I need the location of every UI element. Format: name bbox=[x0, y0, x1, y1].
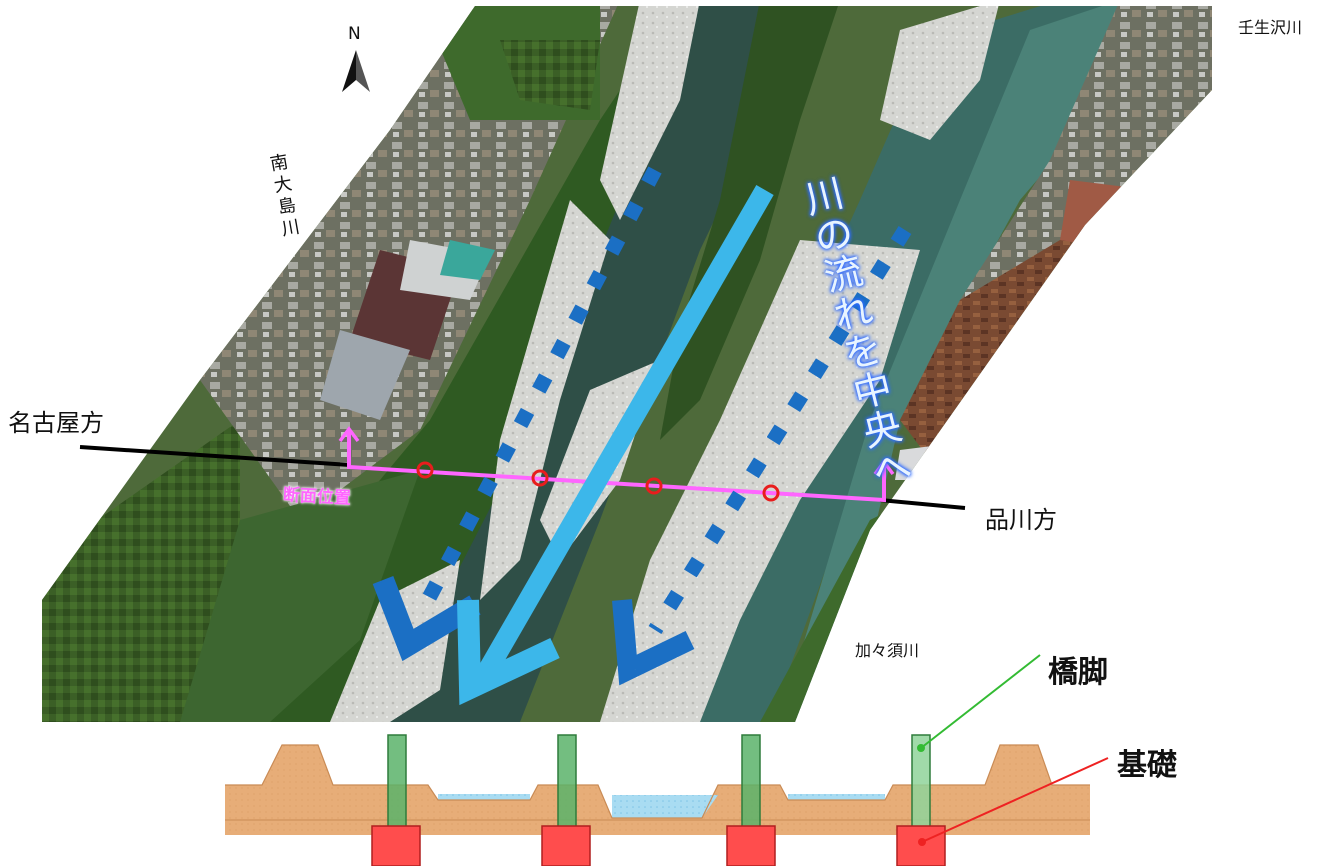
foundation-2 bbox=[541, 825, 591, 866]
old-flow-dotted-left bbox=[413, 166, 662, 619]
old-flow-dotted-right bbox=[648, 226, 912, 634]
foundation-4 bbox=[896, 825, 946, 866]
foundation-3 bbox=[726, 825, 776, 866]
kagasu-river-label: 加々須川 bbox=[855, 641, 920, 660]
pier-callout bbox=[917, 654, 1041, 752]
pier-location-marker bbox=[416, 461, 780, 502]
north-label: N bbox=[348, 24, 361, 44]
shinagawa-direction-label: 品川方 bbox=[985, 506, 1057, 534]
section-line-east bbox=[879, 498, 966, 510]
nagoya-direction-label: 名古屋方 bbox=[8, 409, 104, 437]
pier-3 bbox=[741, 734, 761, 831]
section-line-west bbox=[79, 445, 351, 467]
cross-section-diagram bbox=[225, 744, 1090, 835]
foundation-1 bbox=[371, 825, 421, 866]
mibusawa-river-label: 壬生沢川 bbox=[1238, 18, 1303, 37]
foundation-label: 基礎 bbox=[1117, 748, 1177, 783]
old-flow-arrowhead-left bbox=[372, 576, 481, 662]
central-flow-arrowhead bbox=[457, 599, 560, 706]
old-flow-arrowhead-right bbox=[612, 599, 695, 686]
foundation-callout bbox=[918, 757, 1109, 846]
section-position-label: 断面位置 bbox=[282, 485, 352, 509]
north-arrow-icon bbox=[342, 50, 370, 92]
section-bracket bbox=[338, 426, 895, 503]
pier-2 bbox=[557, 734, 577, 831]
pier-label: 橋脚 bbox=[1048, 655, 1108, 690]
central-flow-arrow bbox=[473, 184, 774, 686]
pier-1 bbox=[387, 734, 407, 831]
